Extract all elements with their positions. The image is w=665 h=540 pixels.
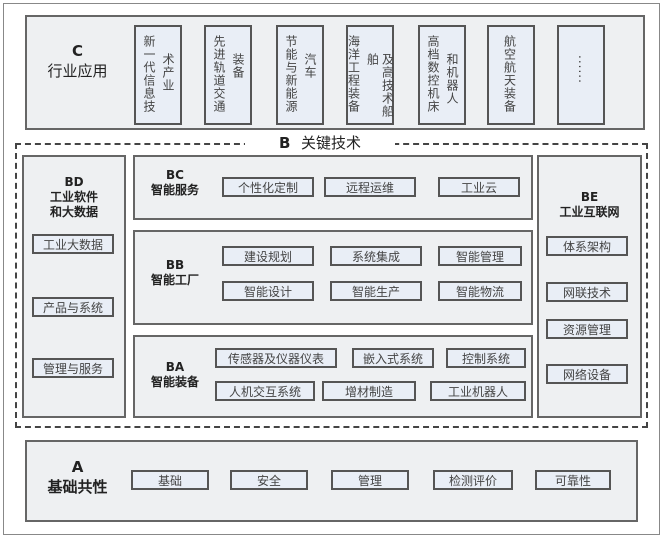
layer-c — [25, 15, 645, 130]
section-ba-code: BA — [165, 360, 185, 374]
tech-item: 智能管理 — [438, 246, 522, 266]
section-bc-code: BC — [166, 168, 184, 182]
tech-item: 增材制造 — [322, 381, 416, 401]
section-ba-title: 智能装备 — [150, 375, 199, 389]
layer-c-code: C — [71, 42, 83, 60]
section-bb-code: BB — [165, 258, 185, 272]
tech-item: 资源管理 — [546, 319, 628, 339]
industry-item-text: ······ — [572, 55, 587, 84]
industry-item: 汽车节能与新能源 — [276, 25, 324, 125]
tech-item: 体系架构 — [546, 236, 628, 256]
tech-item: 个性化定制 — [222, 177, 314, 197]
industry-item: 装备先进轨道交通 — [204, 25, 252, 125]
industry-item-text: 装备 — [231, 53, 245, 79]
tech-item: 嵌入式系统 — [352, 348, 434, 368]
section-bc-title: 智能服务 — [150, 183, 199, 197]
tech-item: 控制系统 — [446, 348, 526, 368]
tech-item: 检测评价 — [433, 470, 513, 490]
tech-item: 传感器及仪器仪表 — [215, 348, 337, 368]
tech-item: 工业机器人 — [430, 381, 526, 401]
tech-item: 网络设备 — [546, 364, 628, 384]
layer-b-title: 关键技术 — [300, 134, 361, 152]
layer-a-title: 基础共性 — [47, 478, 108, 496]
industry-item-text: 先进轨道交通 — [212, 35, 226, 113]
layer-b-code: B — [279, 134, 291, 152]
tech-item: 远程运维 — [324, 177, 416, 197]
tech-item: 可靠性 — [535, 470, 611, 490]
industry-item: 和机器人高档数控机床 — [418, 25, 466, 125]
industry-item-text: 汽车 — [303, 53, 317, 79]
section-bd-code: BD — [64, 175, 84, 189]
layer-c-title: 行业应用 — [47, 62, 108, 80]
industry-item: 及高技术船舶海洋工程装备 — [346, 25, 395, 125]
tech-item: 网联技术 — [546, 282, 628, 302]
tech-item: 产品与系统 — [32, 297, 114, 317]
tech-item: 管理与服务 — [32, 358, 114, 378]
section-bd-title1: 工业软件 — [49, 190, 98, 204]
section-bb-title: 智能工厂 — [150, 273, 199, 287]
tech-item: 安全 — [230, 470, 308, 490]
tech-item: 智能物流 — [438, 281, 522, 301]
industry-item-text: 新一代信息技 — [142, 35, 156, 113]
section-be-title: 工业互联网 — [559, 205, 620, 219]
tech-item: 建设规划 — [222, 246, 314, 266]
industry-item-text: 高档数控机床 — [426, 35, 440, 113]
tech-item: 智能设计 — [222, 281, 314, 301]
tech-item: 人机交互系统 — [215, 381, 315, 401]
industry-item-text: 和机器人 — [445, 53, 459, 105]
tech-item: 系统集成 — [330, 246, 422, 266]
tech-item: 工业大数据 — [32, 234, 114, 254]
industry-item-text: 及高技术船舶 — [365, 53, 395, 118]
industry-item: ······ — [557, 25, 605, 125]
industry-item-text: 海洋工程装备 — [346, 35, 361, 113]
tech-item: 管理 — [331, 470, 409, 490]
industry-item: 术产业新一代信息技 — [134, 25, 182, 125]
layer-a-code: A — [71, 458, 84, 476]
industry-item-text: 航空航天装备 — [502, 35, 517, 113]
tech-item: 工业云 — [438, 177, 520, 197]
section-be-code: BE — [580, 190, 599, 204]
section-bb — [133, 230, 533, 325]
layer-b-label: B 关键技术 — [245, 132, 395, 153]
industry-item-text: 节能与新能源 — [284, 35, 298, 113]
industry-item: 航空航天装备 — [487, 25, 535, 125]
section-bd-title2: 和大数据 — [49, 205, 98, 219]
layer-a-label: A 基础共性 — [30, 458, 125, 497]
tech-item: 智能生产 — [330, 281, 422, 301]
tech-item: 基础 — [131, 470, 209, 490]
industry-item-text: 术产业 — [161, 53, 175, 92]
diagram-frame — [3, 3, 660, 535]
layer-c-label: C 行业应用 — [30, 42, 125, 81]
